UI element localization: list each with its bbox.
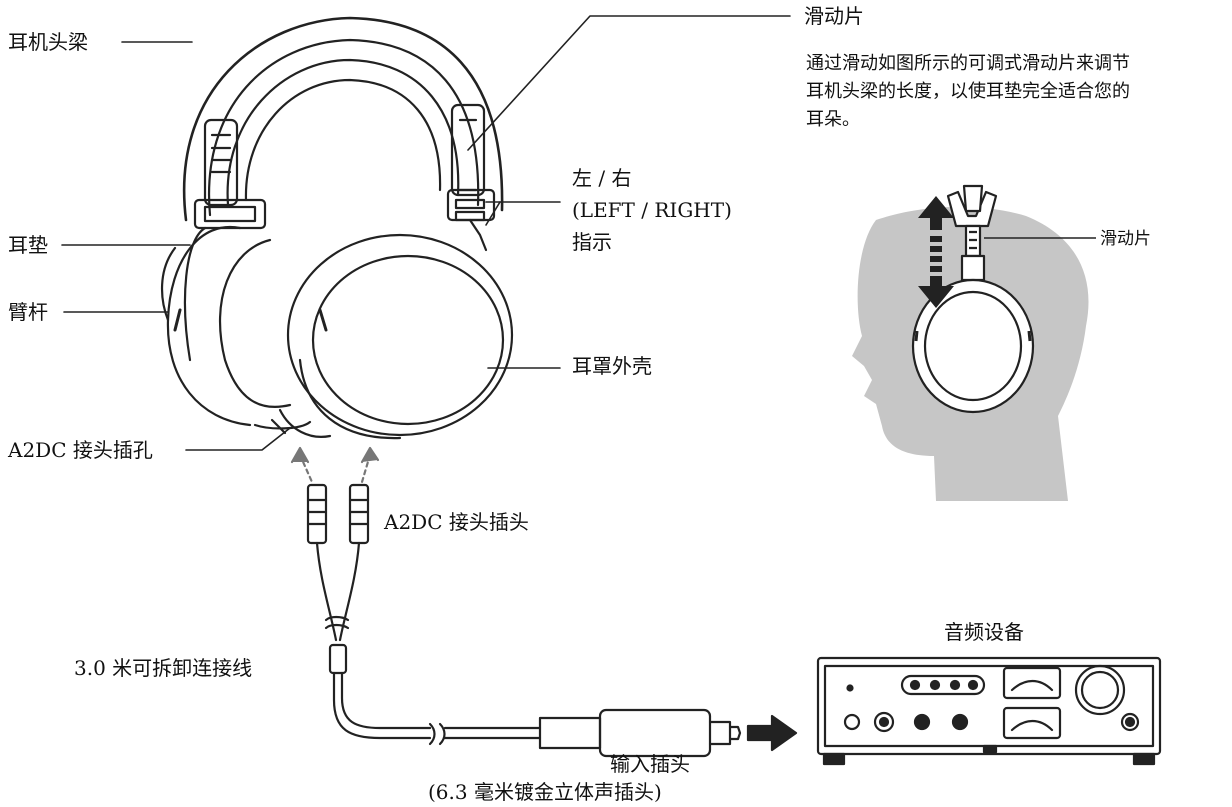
slider-description-line: 耳朵。 <box>806 109 860 130</box>
slider-description-line: 耳机头梁的长度，以使耳垫完全适合您的 <box>806 81 1130 102</box>
label-input-plug: 输入插头 <box>610 752 690 776</box>
label-input-plug-sub: (6.3 毫米镀金立体声插头) <box>428 780 662 804</box>
headband <box>183 16 504 230</box>
left-earcup <box>160 225 312 430</box>
label-audio-device: 音频设备 <box>944 620 1024 644</box>
inset-slider-label: 滑动片 <box>1100 229 1151 249</box>
arrow-icon <box>746 714 798 752</box>
label-cable: 3.0 米可拆卸连接线 <box>74 656 253 680</box>
right-earcup <box>270 218 514 440</box>
label-a2dc-jack: A2DC 接头插孔 <box>8 438 153 462</box>
label-left-right-indicator: 左 / 右 (LEFT / RIGHT) 指示 <box>572 166 732 254</box>
audio-device <box>816 656 1162 766</box>
slider-description-line: 通过滑动如图所示的可调式滑动片来调节 <box>806 53 1130 74</box>
label-headband: 耳机头梁 <box>8 30 88 54</box>
label-earpad: 耳垫 <box>8 233 48 257</box>
label-left-right-sub: (LEFT / RIGHT) <box>572 198 732 222</box>
label-left-right-title: 左 / 右 <box>572 166 632 190</box>
label-a2dc-plug: A2DC 接头插头 <box>384 510 529 534</box>
a2dc-plugs <box>290 446 380 642</box>
label-slider: 滑动片 <box>804 4 864 28</box>
label-earcup-shell: 耳罩外壳 <box>572 354 652 378</box>
inset-illustration <box>852 184 1096 501</box>
label-arm: 臂杆 <box>8 300 48 324</box>
label-left-right-tail: 指示 <box>572 230 612 254</box>
leader-lines <box>61 15 791 451</box>
cable <box>324 615 742 758</box>
slider-description: 通过滑动如图所示的可调式滑动片来调节 耳机头梁的长度，以使耳垫完全适合您的 耳朵… <box>806 50 1226 134</box>
